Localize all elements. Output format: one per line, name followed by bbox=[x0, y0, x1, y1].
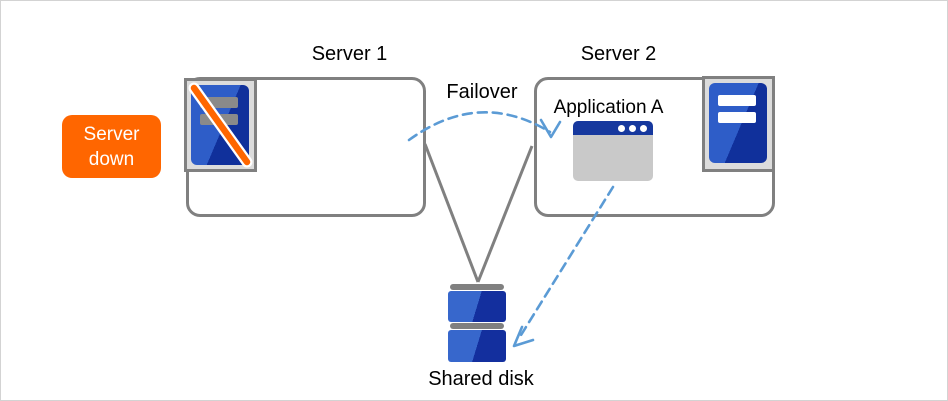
server-stripe bbox=[718, 112, 756, 123]
server-down-badge: Server down bbox=[62, 115, 161, 178]
disk-platter bbox=[448, 291, 506, 322]
server1-label: Server 1 bbox=[311, 43, 388, 65]
server2-icon-panel bbox=[702, 76, 775, 172]
disk-cap bbox=[450, 323, 504, 329]
failover-arrow bbox=[407, 111, 552, 142]
shared-disk-icon bbox=[448, 284, 506, 363]
application-window-icon bbox=[573, 121, 653, 181]
server1-disk-connector bbox=[423, 143, 480, 283]
down-slash-icon bbox=[188, 82, 253, 168]
application-label: Application A bbox=[553, 97, 664, 118]
server-stripe bbox=[718, 95, 756, 106]
server1-icon-panel bbox=[184, 78, 257, 172]
server2-label: Server 2 bbox=[580, 43, 657, 65]
app-to-disk-arrowhead-icon bbox=[512, 325, 535, 348]
server2-disk-connector bbox=[476, 145, 534, 283]
window-dot-icon bbox=[629, 124, 636, 132]
server-tower-icon bbox=[709, 83, 767, 163]
application-titlebar bbox=[573, 121, 653, 135]
disk-platter bbox=[448, 330, 506, 362]
window-dot-icon bbox=[640, 124, 647, 132]
server-stripe bbox=[200, 97, 238, 108]
shared-disk-label: Shared disk bbox=[428, 368, 534, 390]
window-dot-icon bbox=[618, 124, 625, 132]
disk-cap bbox=[450, 284, 504, 290]
failover-label: Failover bbox=[446, 81, 518, 103]
